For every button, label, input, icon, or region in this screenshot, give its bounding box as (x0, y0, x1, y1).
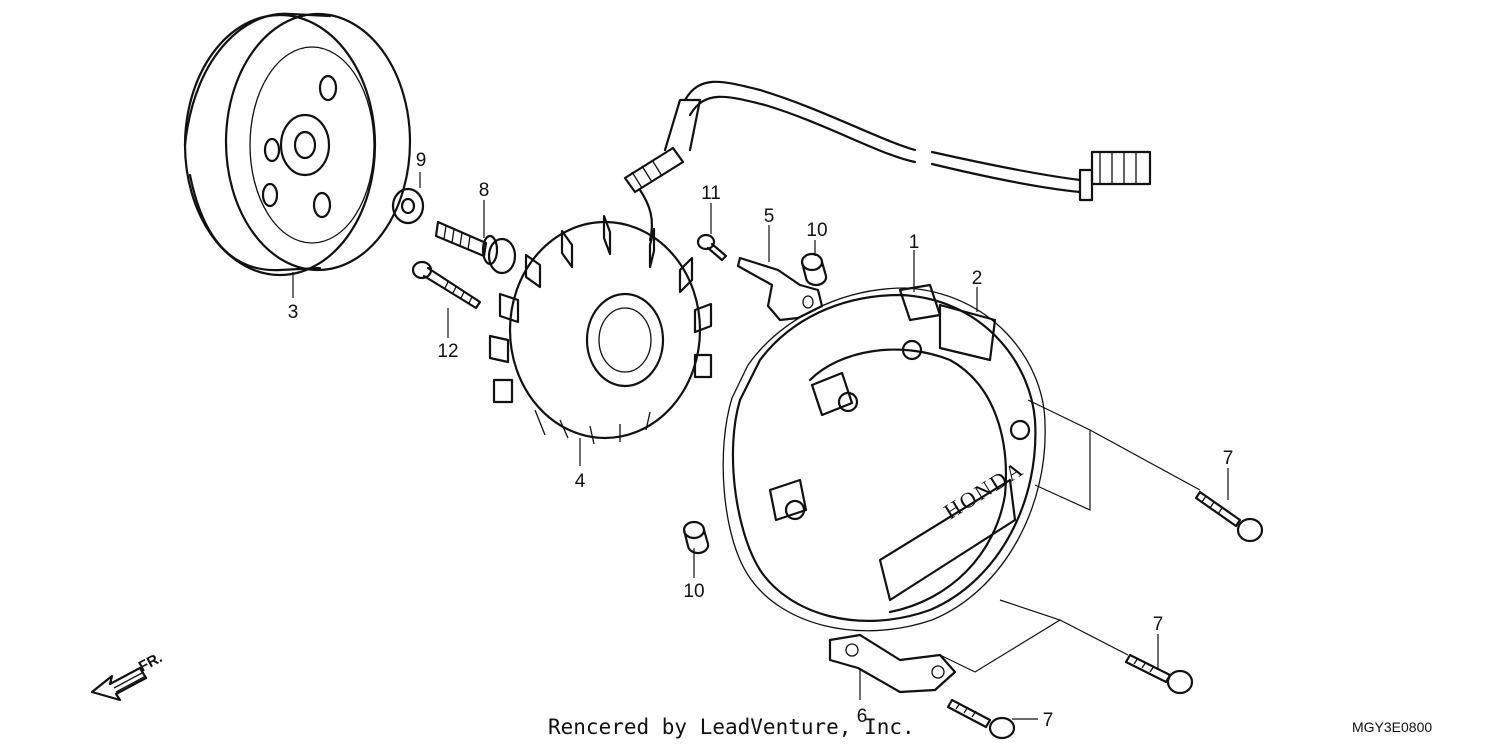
callout-7-middle: 7 (1153, 614, 1164, 635)
wire-clamp (736, 256, 824, 322)
small-bolt (696, 233, 728, 262)
front-direction-indicator: FR. (90, 649, 165, 702)
callouts: 1 2 3 4 5 6 7 7 7 8 9 10 10 11 12 (288, 150, 1234, 731)
callout-1: 1 (909, 232, 920, 253)
callout-2: 2 (972, 268, 983, 289)
stator (488, 80, 1152, 445)
callout-12: 12 (437, 341, 458, 362)
callout-6: 6 (857, 706, 868, 727)
arrow-icon (90, 666, 148, 702)
cover-bolt-middle (1124, 653, 1194, 695)
callout-9: 9 (416, 150, 427, 171)
callout-3: 3 (288, 302, 299, 323)
callout-10-lower: 10 (683, 581, 704, 602)
callout-10-upper: 10 (806, 220, 827, 241)
flange-bolt (434, 220, 517, 275)
callout-7-upper: 7 (1223, 448, 1234, 469)
dowel-pin-upper (800, 252, 828, 287)
callout-4: 4 (575, 471, 586, 492)
leader-lines (292, 172, 1229, 720)
diagram-code: MGY3E0800 (1352, 719, 1432, 735)
generator-cover: HONDA (722, 283, 1046, 694)
long-bolt (411, 260, 482, 310)
callout-8: 8 (479, 180, 490, 201)
callout-11: 11 (701, 183, 721, 204)
cover-bolt-lower (946, 698, 1016, 740)
washer (391, 187, 425, 225)
cover-bolt-upper (1194, 490, 1264, 543)
callout-5: 5 (764, 206, 775, 227)
assembly-lines (939, 399, 1201, 673)
flywheel-rotor (183, 12, 412, 277)
callout-7-lower: 7 (1043, 710, 1054, 731)
dowel-pin-lower (682, 520, 710, 555)
credit-text: Rencered by LeadVenture, Inc. (548, 715, 915, 739)
